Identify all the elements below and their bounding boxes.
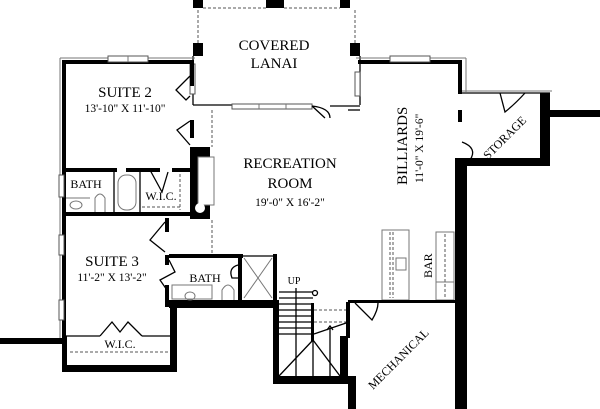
- storage-walls: [455, 90, 600, 166]
- covered-lanai-label-line2: LANAI: [251, 56, 298, 72]
- bar-label: BAR: [421, 253, 435, 278]
- recreation-room-label-line2: ROOM: [267, 176, 312, 192]
- suite2-bath-label: BATH: [70, 177, 102, 191]
- fireplace: [190, 110, 215, 258]
- suite3-walls: [0, 212, 177, 372]
- billiards-dimensions: 11'-0" X 19'-6": [414, 114, 426, 183]
- bar-counter: [348, 229, 456, 303]
- suite3-bath-walls: [169, 254, 279, 308]
- suite2-bath-walls: [58, 172, 194, 216]
- billiards-label: BILLIARDS: [395, 107, 411, 185]
- suite2-dimensions: 13'-10" X 11'-10": [85, 103, 166, 115]
- staircase: [273, 288, 350, 384]
- storage-label: STORAGE: [480, 113, 529, 162]
- suite2-walls: [59, 55, 195, 220]
- suite3-label: SUITE 3: [85, 254, 139, 270]
- suite2-wic-label: W.I.C.: [145, 189, 176, 203]
- suite3-wic-label: W.I.C.: [104, 337, 135, 351]
- suite3-bath-label: BATH: [189, 271, 221, 285]
- billiards-walls: [356, 55, 474, 409]
- covered-lanai-label-line1: COVERED: [239, 38, 310, 54]
- mechanical-walls: [348, 302, 379, 409]
- suite2-label: SUITE 2: [98, 85, 152, 101]
- mechanical-label: MECHANICAL: [365, 326, 431, 392]
- stairs-up-label: UP: [288, 276, 301, 287]
- recreation-room-label-line1: RECREATION: [243, 156, 337, 172]
- recreation-room-dimensions: 19'-0" X 16'-2": [255, 197, 325, 209]
- suite3-dimensions: 11'-2" X 13'-2": [77, 272, 146, 284]
